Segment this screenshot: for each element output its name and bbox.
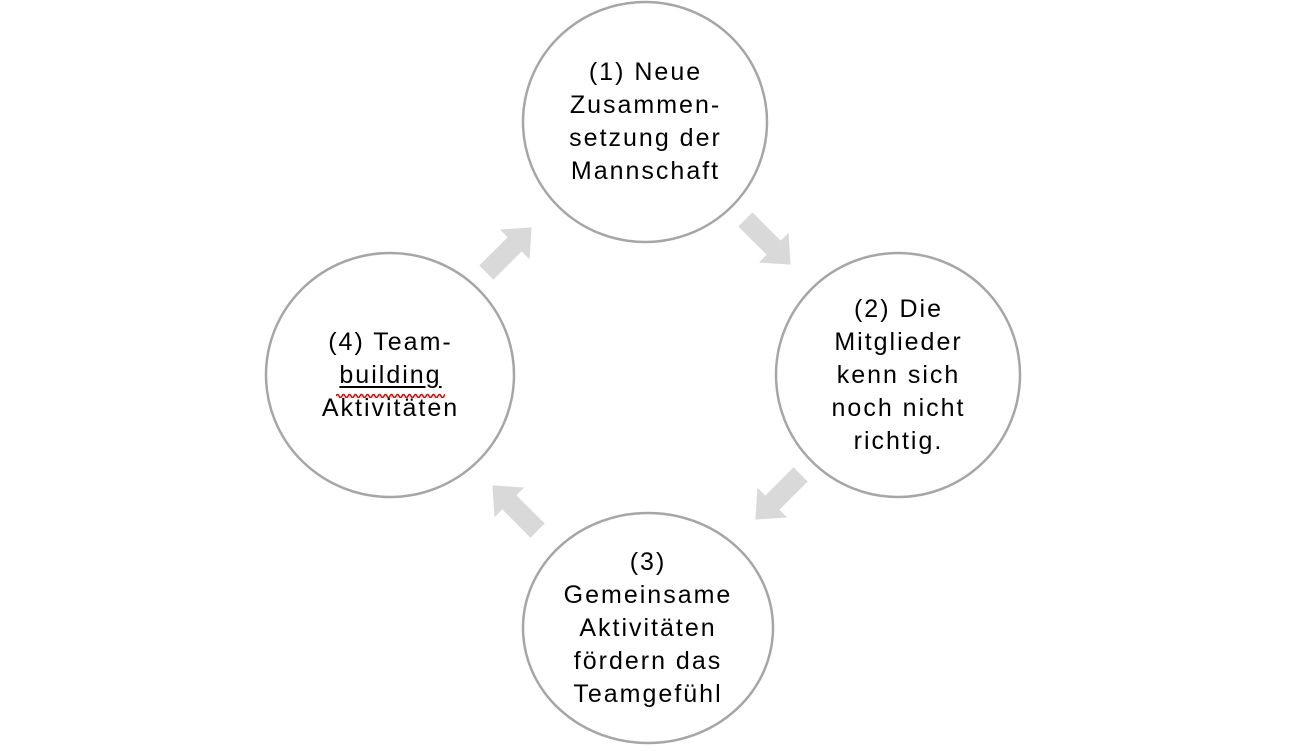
arrow-shape [738, 212, 791, 265]
step-1-label: (1) Neue Zusammen- setzung der Mannschaf… [523, 1, 768, 243]
label-line: building [336, 359, 445, 398]
arrow-step-1-to-step-2-icon [738, 212, 791, 265]
label-line: setzung der [569, 124, 722, 152]
label-line: Teamgefühl [573, 680, 723, 708]
step-2-circle [774, 251, 1022, 499]
step-1-circle [521, 0, 769, 244]
label-line: kenn sich [836, 361, 961, 389]
label-line: (2) Die [853, 295, 943, 323]
label-line: fördern das [573, 647, 723, 675]
label-line: (3) [629, 548, 667, 576]
label-line: Gemeinsame [563, 581, 733, 609]
label-word: building [339, 360, 442, 389]
step-2-label: (2) Die Mitglieder kenn sich noch nicht … [776, 253, 1021, 498]
arrow-shape [492, 485, 545, 538]
arrow-step-3-to-step-4-icon [492, 485, 545, 538]
label-line: (4) Team- [328, 327, 453, 356]
label-line: (1) Neue [588, 58, 703, 86]
underlined-word: building [336, 359, 445, 398]
arrow-shape [479, 227, 532, 280]
label-line: Aktivitäten [579, 614, 717, 642]
label-line: noch nicht [831, 394, 966, 422]
label-line: Mitglieder [834, 328, 963, 356]
step-4-circle [264, 251, 516, 499]
label-line: Mannschaft [570, 157, 721, 185]
label-line: richtig. [853, 427, 944, 455]
step-3-label: (3) Gemeinsame Aktivitäten fördern das T… [523, 514, 773, 743]
arrow-shape [755, 467, 808, 520]
label-line: Zusammen- [569, 91, 722, 119]
label-line: Aktivitäten [321, 393, 460, 422]
step-3-circle [521, 511, 775, 745]
arrow-step-2-to-step-3-icon [755, 467, 808, 520]
step-4-label: (4) Team- building Aktivitäten [268, 253, 513, 497]
arrow-step-4-to-step-1-icon [479, 227, 532, 280]
